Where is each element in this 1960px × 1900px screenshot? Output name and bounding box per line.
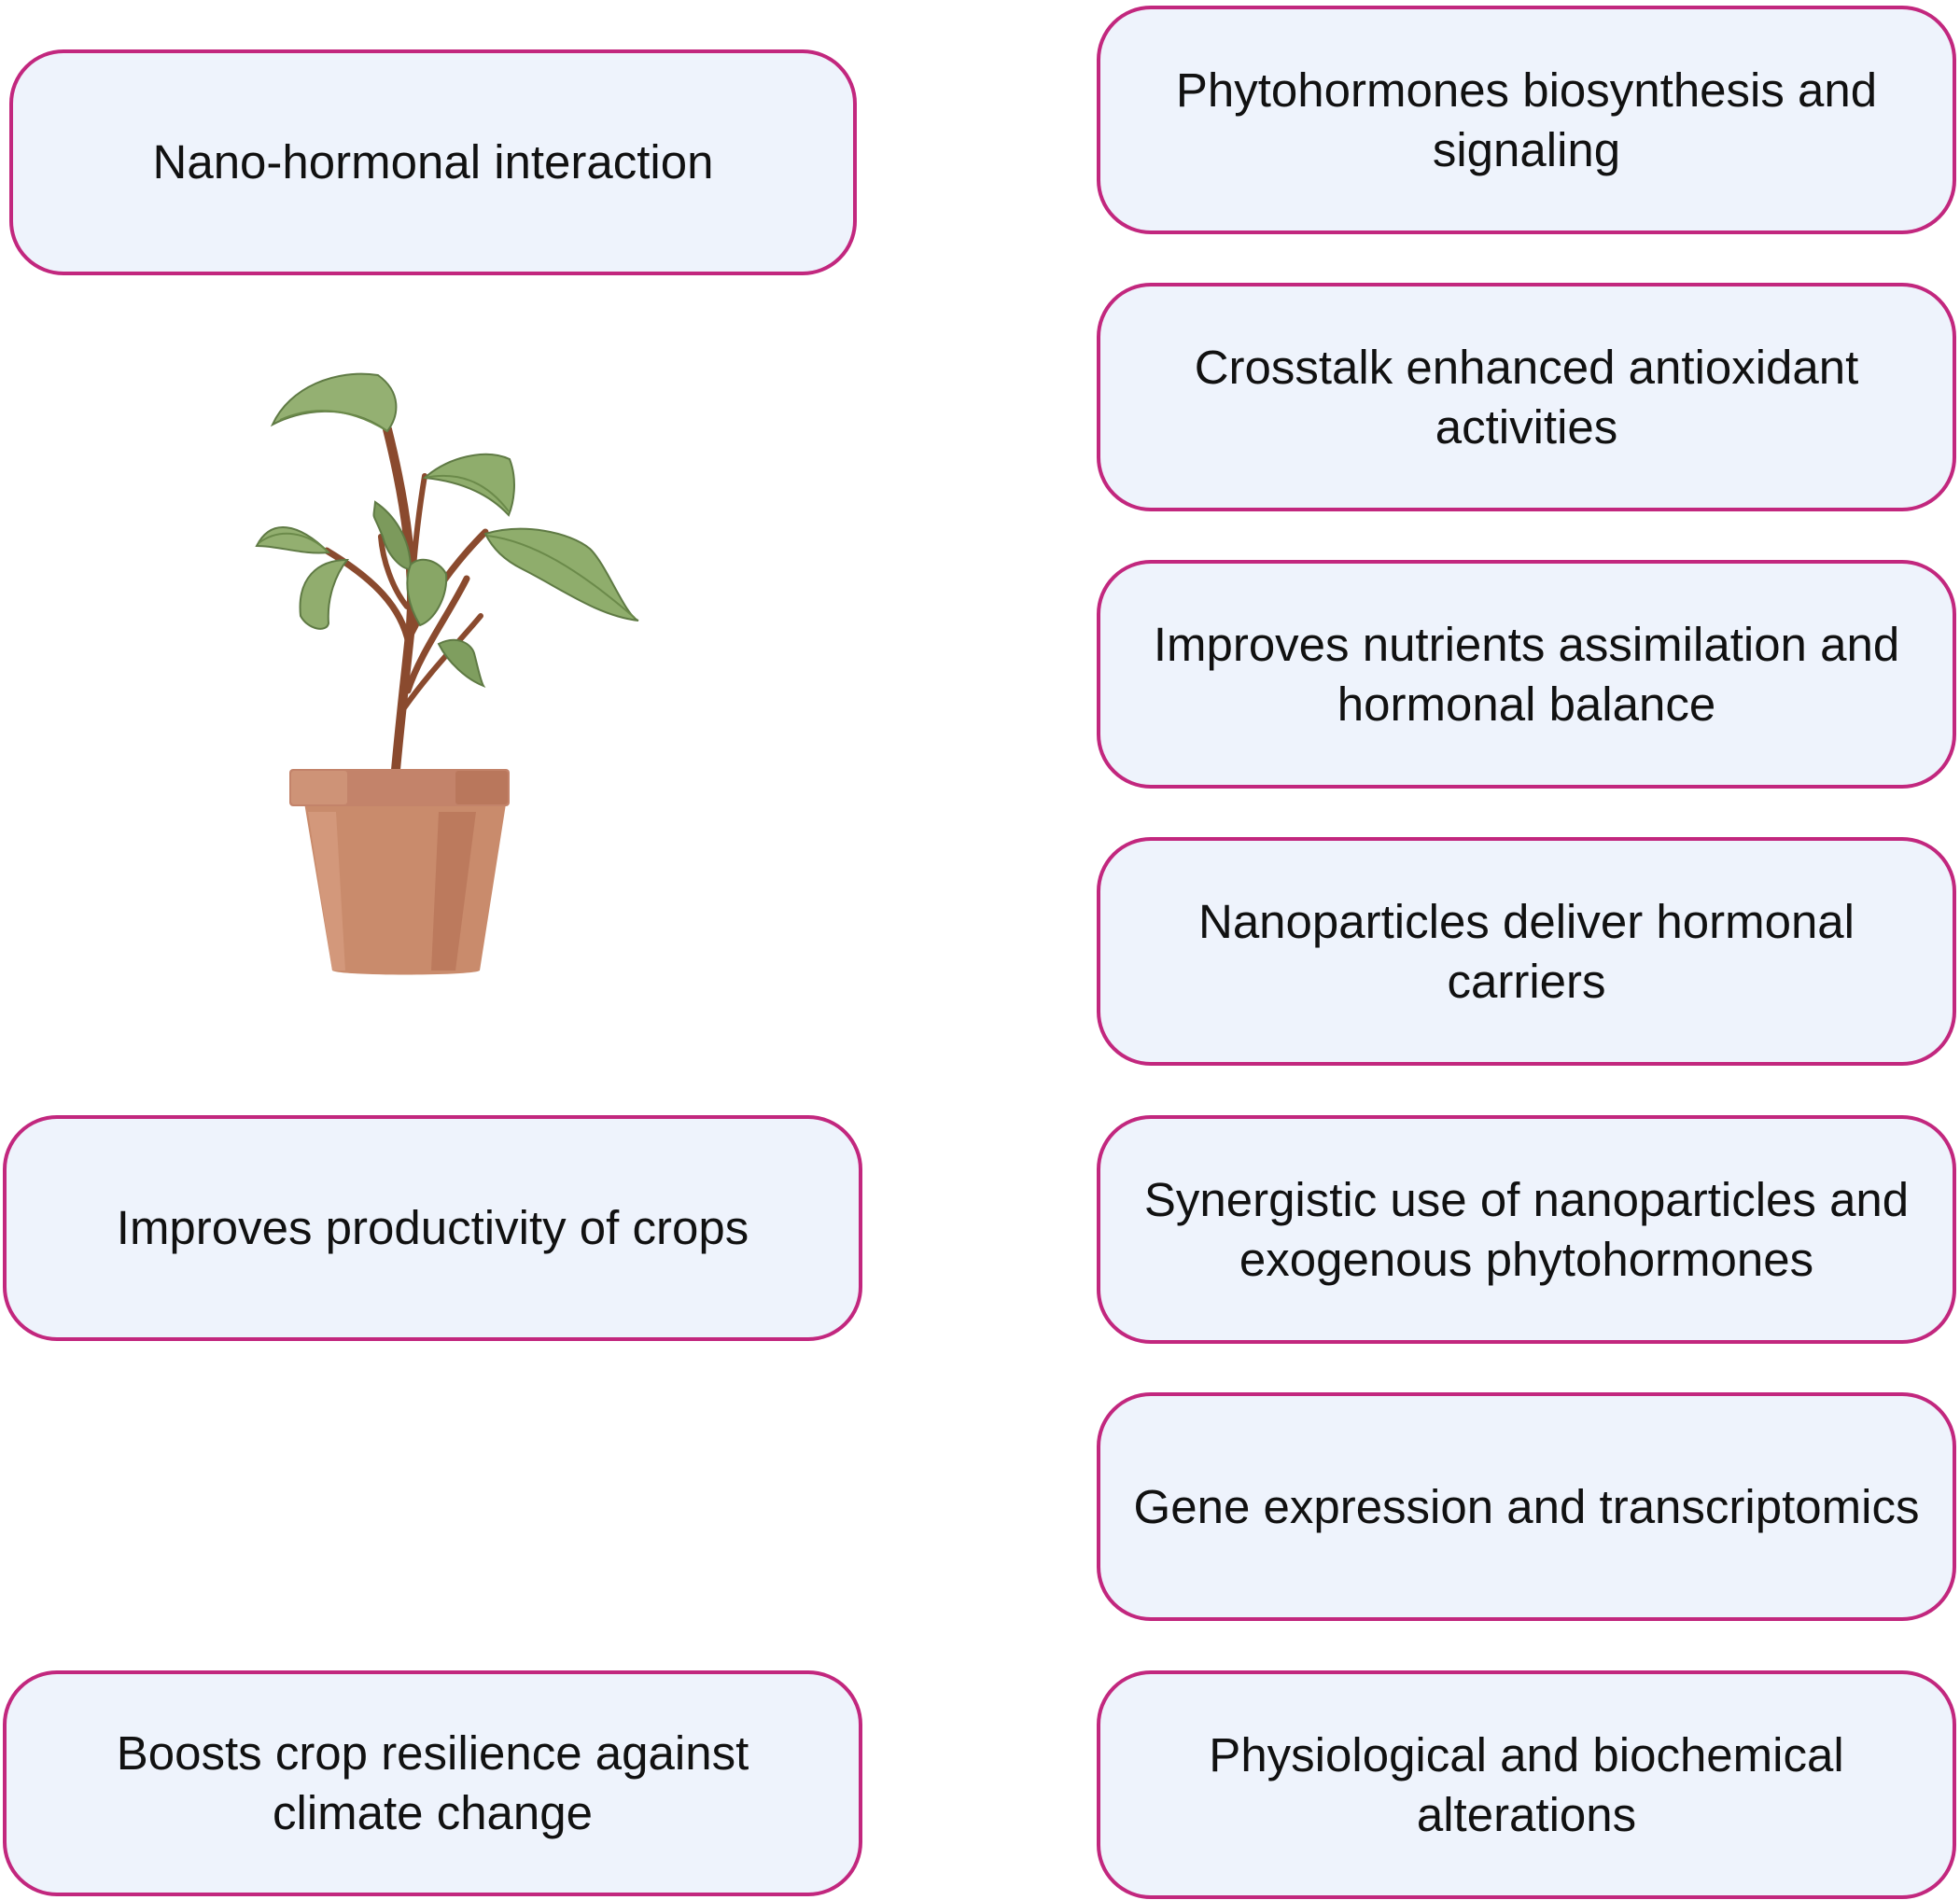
box-improves-productivity: Improves productivity of crops: [3, 1115, 862, 1341]
box-label: Physiological and biochemical alteration…: [1209, 1727, 1844, 1841]
box-nano-hormonal-interaction: Nano-hormonal interaction: [9, 49, 857, 275]
box-label: Nanoparticles deliver hormonal carriers: [1197, 894, 1855, 1008]
box-nutrients-assimilation: Improves nutrients assimilation and horm…: [1097, 560, 1956, 789]
box-crop-resilience: Boosts crop resilience against climate c…: [3, 1670, 862, 1896]
box-label: Nano-hormonal interaction: [152, 135, 714, 189]
box-nanoparticles-deliver: Nanoparticles deliver hormonal carriers: [1097, 837, 1956, 1066]
box-label: Improves productivity of crops: [116, 1201, 749, 1254]
box-gene-expression: Gene expression and transcriptomics: [1097, 1392, 1956, 1621]
box-crosstalk-antioxidant: Crosstalk enhanced antioxidant activitie…: [1097, 283, 1956, 511]
box-label: Crosstalk enhanced antioxidant activitie…: [1194, 340, 1859, 454]
box-synergistic-use: Synergistic use of nanoparticles and exo…: [1097, 1115, 1956, 1344]
box-label: Improves nutrients assimilation and horm…: [1153, 617, 1900, 731]
potted-plant-icon: [255, 372, 639, 975]
box-phytohormones-biosynthesis: Phytohormones biosynthesis and signaling: [1097, 6, 1956, 234]
box-label: Phytohormones biosynthesis and signaling: [1175, 63, 1878, 176]
box-label: Boosts crop resilience against climate c…: [116, 1726, 749, 1839]
box-physiological-alterations: Physiological and biochemical alteration…: [1097, 1670, 1956, 1899]
box-label: Synergistic use of nanoparticles and exo…: [1143, 1172, 1910, 1286]
box-label: Gene expression and transcriptomics: [1133, 1479, 1920, 1533]
